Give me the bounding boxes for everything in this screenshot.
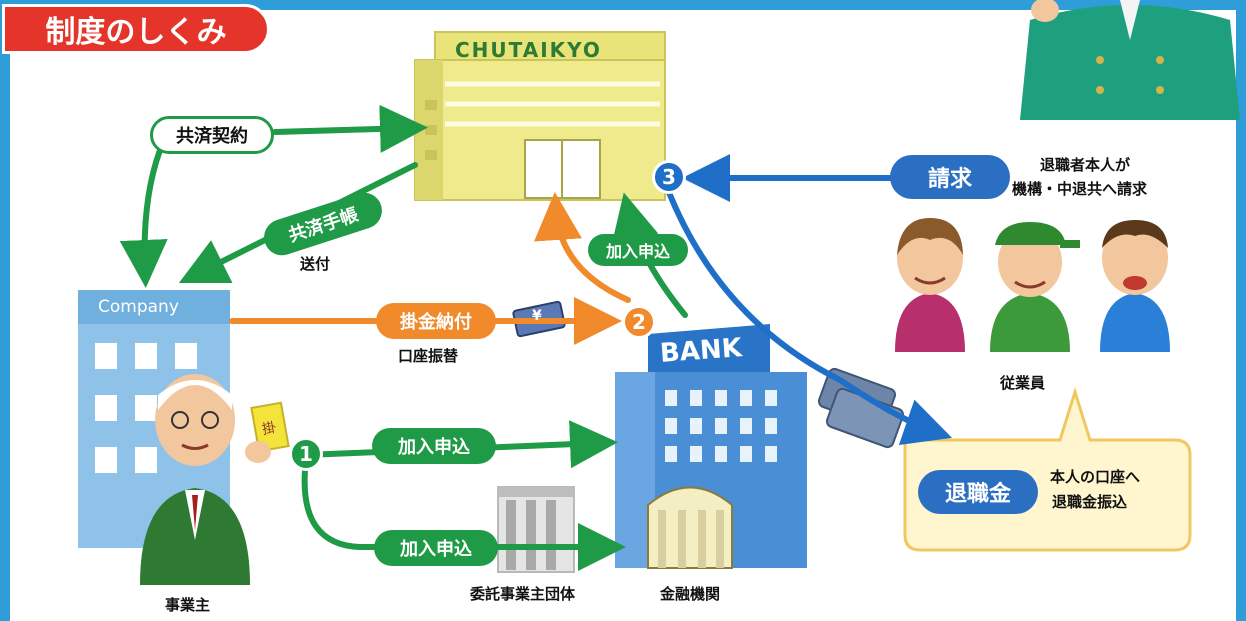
- employer-figure: [140, 374, 290, 585]
- payout-note-line2: 退職金振込: [1052, 493, 1128, 511]
- financial-institution-caption: 金融機関: [660, 585, 721, 603]
- entrusted-org-caption: 委託事業主団体: [470, 585, 576, 603]
- request-pill: 請求: [890, 155, 1010, 199]
- bank-building: [615, 324, 807, 569]
- sent-caption: 送付: [300, 255, 331, 273]
- step-3-badge: 3: [652, 160, 686, 194]
- entrusted-org-building: [497, 486, 575, 573]
- company-label: Company: [98, 297, 179, 317]
- chutaikyo-building: [414, 31, 666, 201]
- yen-note-label: ¥: [532, 308, 542, 324]
- retirement-money-pill: 退職金: [918, 470, 1038, 514]
- bank-label: BANK: [659, 333, 743, 369]
- join-via-org-pill: 加入申込: [374, 530, 498, 566]
- step-2-badge: 2: [622, 305, 656, 339]
- step-1-badge: 1: [289, 437, 323, 471]
- blue-flows: [665, 154, 953, 445]
- money-bundle-icon: [817, 367, 905, 449]
- frame-right: [1236, 0, 1246, 621]
- join-via-bank-pill: 加入申込: [372, 428, 496, 464]
- page-title: 制度のしくみ: [2, 4, 270, 54]
- frame-left: [0, 0, 10, 621]
- frame-top: [0, 0, 1246, 10]
- request-note-line1: 退職者本人が: [1040, 156, 1131, 174]
- account-transfer-caption: 口座振替: [398, 347, 459, 365]
- join-to-chutaikyo-pill: 加入申込: [588, 234, 688, 266]
- employer-caption: 事業主: [165, 596, 211, 614]
- premium-payment-pill: 掛金納付: [376, 303, 496, 339]
- officer-figure: [1020, 0, 1240, 120]
- employees-caption: 従業員: [1000, 374, 1046, 392]
- request-note-line2: 機構・中退共へ請求: [1012, 180, 1148, 198]
- payout-note-line1: 本人の口座へ: [1050, 468, 1141, 486]
- mutual-contract-pill: 共済契約: [150, 116, 274, 154]
- chutaikyo-label: CHUTAIKYO: [455, 38, 602, 62]
- employees-group: [895, 218, 1170, 352]
